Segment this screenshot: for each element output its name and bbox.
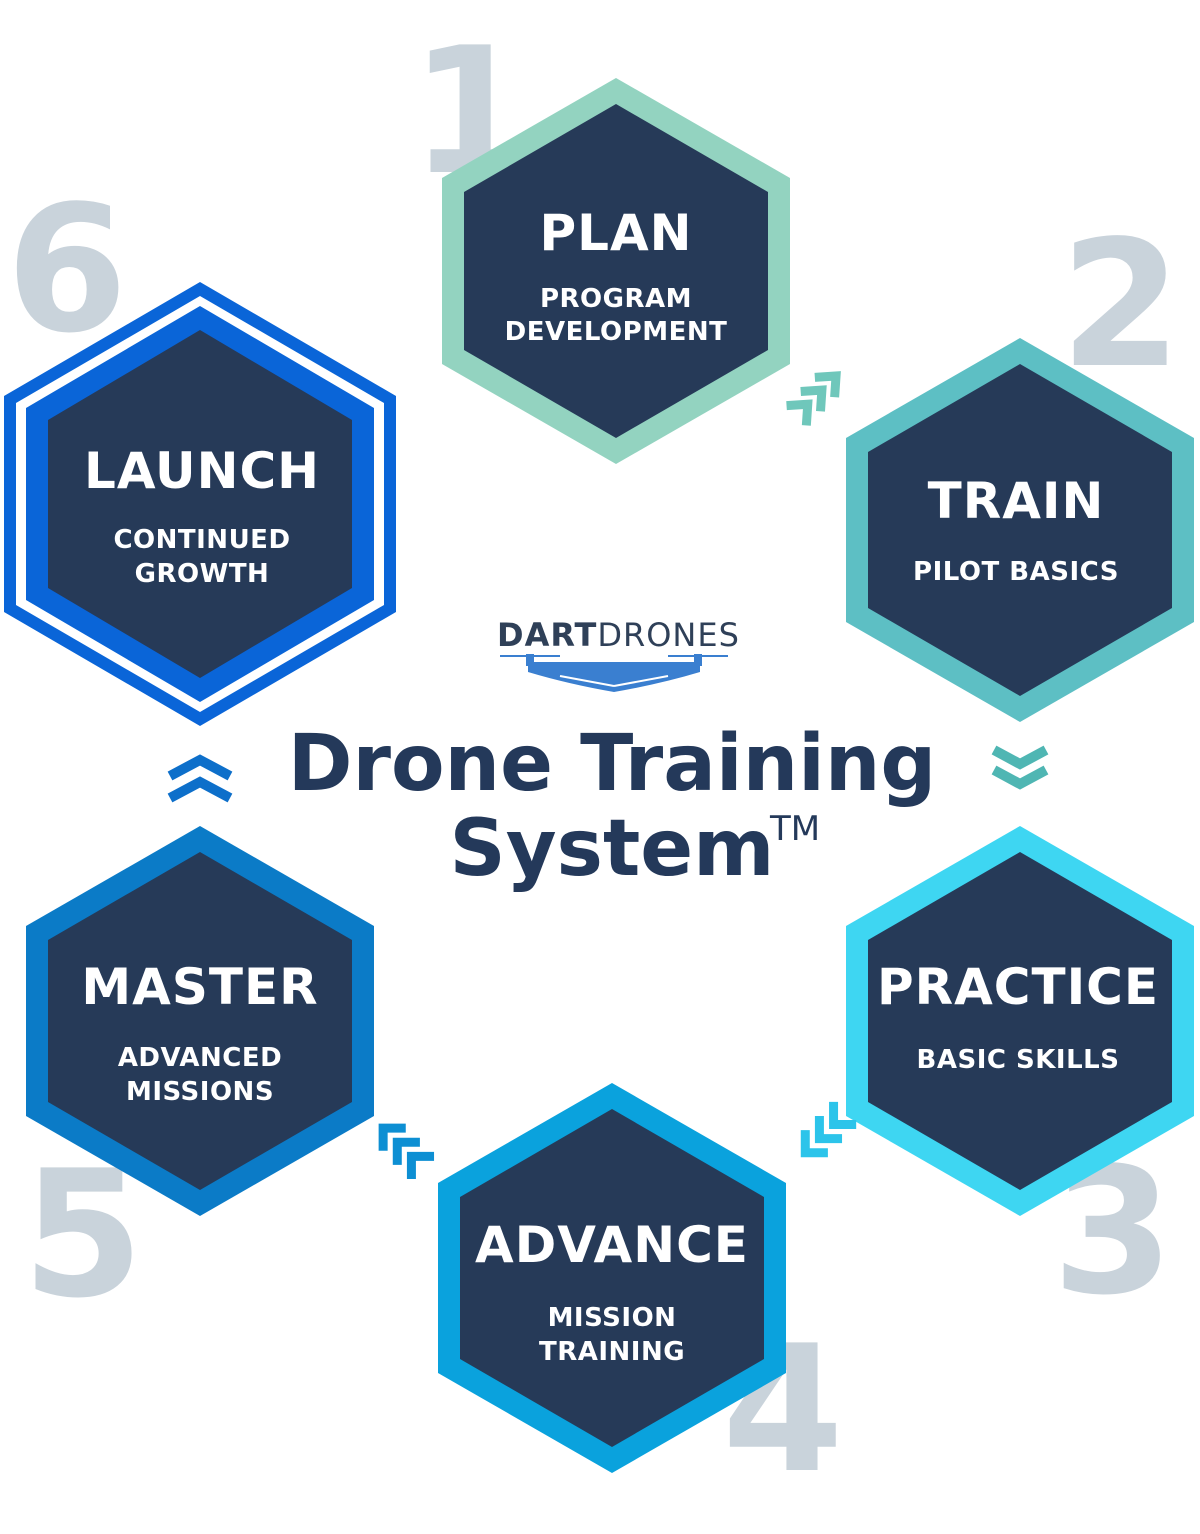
drone-icon: [500, 654, 728, 692]
chevron-arrow-5-to-6-icon: [167, 754, 233, 803]
step-title: ADVANCE: [475, 1216, 749, 1274]
chevron-arrow-2-to-3-icon: [991, 745, 1049, 790]
chevron-arrow-3-to-4-icon: [800, 1101, 857, 1158]
step-subtitle-line-1: MISSION: [548, 1303, 677, 1333]
step-title: TRAIN: [928, 472, 1105, 530]
hex-body: [48, 330, 352, 678]
step-subtitle-line-2: DEVELOPMENT: [505, 317, 728, 347]
step-title: PLAN: [539, 204, 692, 262]
step-hex-practice: PRACTICE BASIC SKILLS: [846, 826, 1194, 1216]
step-hex-master: MASTER ADVANCED MISSIONS: [26, 826, 374, 1216]
step-subtitle-line-1: PROGRAM: [540, 284, 692, 314]
title-line-2: System: [450, 804, 775, 894]
trademark-symbol: TM: [769, 809, 820, 849]
svg-text:DARTDRONES: DARTDRONES: [497, 616, 740, 654]
title-line-1: Drone Training: [288, 719, 937, 809]
hex-body: [464, 104, 768, 438]
logo-text-dart: DART: [497, 616, 597, 654]
step-subtitle-line-1: CONTINUED: [113, 525, 290, 555]
logo-text-drones: DRONES: [597, 616, 740, 654]
chevron-arrow-4-to-5-icon: [378, 1123, 435, 1180]
dartdrones-logo: DARTDRONES: [497, 616, 740, 692]
step-subtitle-line-2: TRAINING: [539, 1337, 685, 1367]
step-hex-advance: ADVANCE MISSION TRAINING: [438, 1083, 786, 1473]
step-subtitle-line-1: PILOT BASICS: [913, 557, 1119, 587]
step-subtitle-line-1: BASIC SKILLS: [917, 1045, 1120, 1075]
step-subtitle-line-2: MISSIONS: [126, 1077, 274, 1107]
step-subtitle-line-1: ADVANCED: [118, 1043, 282, 1073]
step-hex-train: TRAIN PILOT BASICS: [846, 338, 1194, 722]
step-subtitle-line-2: GROWTH: [135, 559, 270, 589]
hex-body: [48, 852, 352, 1190]
step-title: MASTER: [81, 958, 318, 1016]
step-title: PRACTICE: [877, 958, 1159, 1016]
chevron-arrow-1-to-2-icon: [786, 371, 841, 426]
step-hex-plan: PLAN PROGRAM DEVELOPMENT: [442, 78, 790, 464]
step-hex-launch: LAUNCH CONTINUED GROWTH: [4, 282, 396, 726]
hex-body: [460, 1109, 764, 1447]
hex-body: [868, 364, 1172, 696]
hex-body: [868, 852, 1172, 1190]
step-title: LAUNCH: [84, 442, 320, 500]
